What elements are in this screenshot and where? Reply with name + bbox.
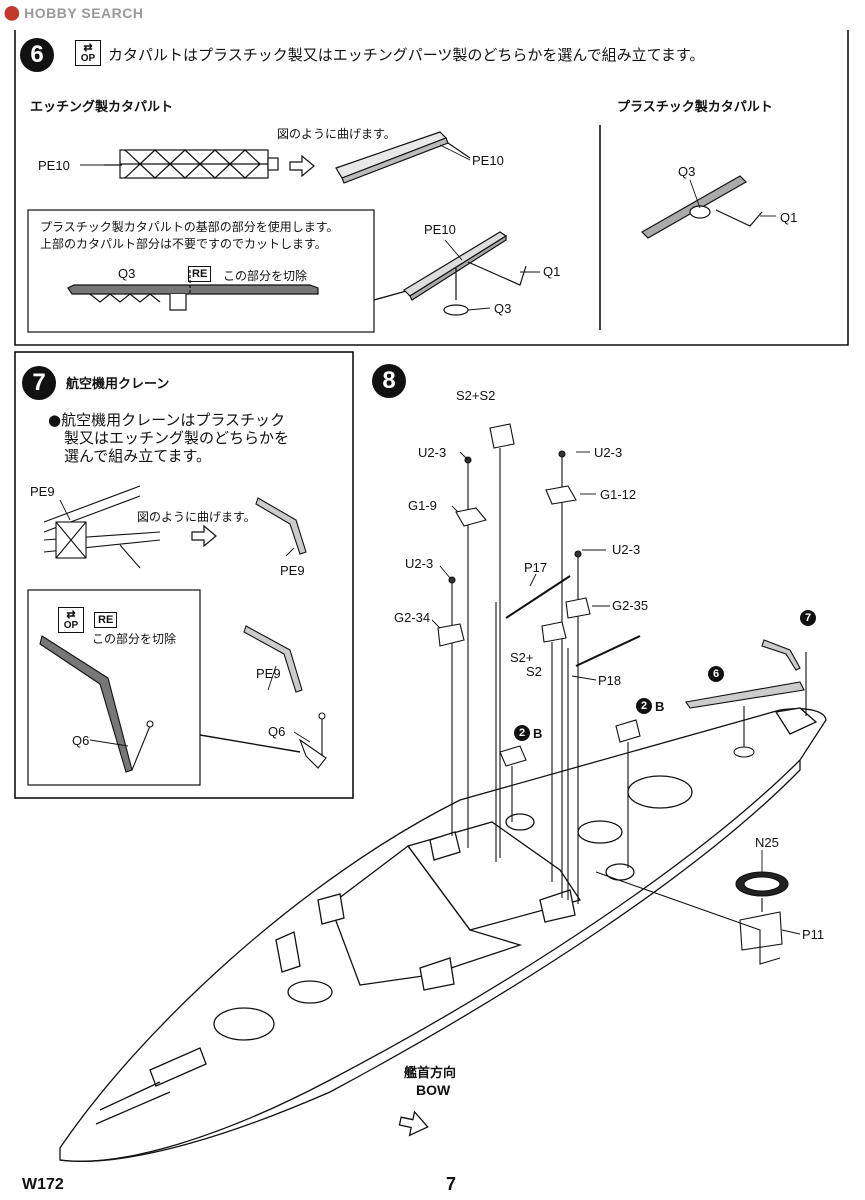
swap-arrows-icon: ⇄ — [66, 609, 76, 621]
cut-note: この部分を切除 — [223, 269, 308, 283]
pe9-flat-part — [43, 485, 161, 569]
part-label-pe10: PE10 — [38, 158, 70, 173]
etched-catapult-heading: エッチング製カタパルト — [30, 100, 174, 115]
catapult-assembly-etched — [403, 231, 527, 316]
part-label-g2-34: G2-34 — [394, 610, 431, 625]
part-label-u2-3: U2-3 — [405, 556, 434, 571]
part-label-g2-35: G2-35 — [612, 598, 649, 613]
part-label-pe9: PE9 — [30, 484, 55, 499]
part-label-q3: Q3 — [494, 301, 512, 316]
step-7-bullet-1: ●航空機用クレーンはプラスチック — [48, 411, 286, 429]
part-label-q3: Q3 — [118, 266, 136, 281]
part-label-g1-9: G1-9 — [408, 498, 437, 513]
part-label-p17: P17 — [524, 560, 548, 575]
part-label-q3: Q3 — [678, 164, 696, 179]
part-label-q1: Q1 — [780, 210, 798, 225]
bend-arrow-icon — [191, 524, 217, 548]
ref-step-7: 7 — [800, 610, 816, 626]
part-label-q6: Q6 — [72, 733, 90, 748]
op-icon: ⇄ OP — [75, 40, 101, 66]
catapult-assembly-plastic — [641, 175, 763, 239]
part-label-u2-3: U2-3 — [612, 542, 641, 557]
step-6-instruction: カタパルトはプラスチック製又はエッチングパーツ製のどちらかを選んで組み立てます。 — [108, 46, 705, 64]
step-6-number: 6 — [20, 38, 54, 72]
swap-arrows-icon: ⇄ — [83, 42, 93, 54]
part-label-s2: S2 — [526, 664, 542, 679]
pe9-bent-part — [255, 497, 307, 555]
cut-note: この部分を切除 — [92, 632, 177, 646]
part-label-u2-3: U2-3 — [594, 445, 623, 460]
pe10-flat-part — [104, 149, 279, 179]
plastic-catapult-heading: プラスチック製カタパルト — [617, 100, 773, 115]
bend-note: 図のように曲げます。 — [137, 510, 256, 524]
step-7-number: 7 — [22, 366, 56, 400]
battleship-hull — [59, 707, 827, 1163]
part-label-p18: P18 — [598, 673, 622, 688]
bow-direction-en: BOW — [416, 1082, 451, 1098]
re-badge: RE — [94, 612, 118, 628]
part-label-q6: Q6 — [268, 724, 286, 739]
bend-note: 図のように曲げます。 — [277, 127, 396, 141]
part-label-pe10: PE10 — [424, 222, 456, 237]
part-label-pe9: PE9 — [280, 563, 305, 578]
note-line-1: プラスチック製カタパルトの基部の部分を使用します。 — [40, 220, 339, 234]
part-label-q1: Q1 — [543, 264, 561, 279]
q6-crane-part — [39, 635, 154, 773]
q3-cut-part — [67, 270, 319, 311]
pe10-bent-part — [335, 131, 471, 184]
op-icon: ⇄ OP — [58, 607, 84, 633]
part-label-n25: N25 — [755, 835, 779, 850]
step-7-title: 航空機用クレーン — [66, 377, 170, 392]
part-label-pe10: PE10 — [472, 153, 504, 168]
part-label-p11: P11 — [802, 927, 825, 942]
step-8-number: 8 — [372, 364, 406, 398]
re-badge: RE — [188, 266, 212, 282]
part-label-g1-12: G1-12 — [600, 487, 637, 502]
step-7-bullet-2: 製又はエッチング製のどちらかを — [64, 429, 290, 447]
step-7-bullet-3: 選んで組み立てます。 — [64, 447, 212, 465]
logo-mark-icon: ⬤ — [4, 4, 21, 20]
page-number: 7 — [446, 1174, 457, 1194]
watermark-logo: ⬤ HOBBY SEARCH — [4, 4, 143, 21]
product-code: W172 — [22, 1176, 64, 1193]
part-label-u2-3: U2-3 — [418, 445, 447, 460]
ref-step-6: 6 — [708, 666, 724, 682]
bow-direction-jp: 艦首方向 — [404, 1066, 457, 1081]
pe9-q6-assembly — [243, 625, 327, 769]
ref-step-2b: 2 B — [636, 698, 664, 714]
bend-arrow-icon — [289, 154, 315, 178]
watermark-text: HOBBY SEARCH — [24, 4, 144, 21]
part-label-pe9: PE9 — [256, 666, 281, 681]
part-label-s2plus: S2+ — [510, 650, 534, 665]
ref-step-2b: 2 B — [514, 725, 542, 741]
note-line-2: 上部のカタパルト部分は不要ですのでカットします。 — [40, 237, 327, 251]
part-label-s2s2: S2+S2 — [456, 388, 496, 403]
